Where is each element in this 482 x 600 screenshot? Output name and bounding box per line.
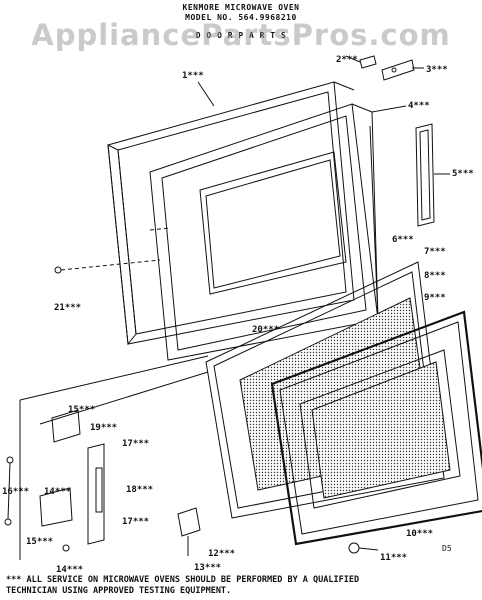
screw-part-21 xyxy=(54,227,171,274)
outer-door-part-10 xyxy=(270,310,482,546)
choke-frame xyxy=(149,103,379,361)
callout-16: 16*** xyxy=(2,487,29,497)
warning-line-2: TECHNICIAN USING APPROVED TESTING EQUIPM… xyxy=(6,586,232,596)
callout-15a: 15*** xyxy=(68,405,95,415)
model-number: MODEL NO. 564.9968210 xyxy=(185,13,297,22)
callout-1: 1*** xyxy=(182,71,204,81)
callout-14a: 14*** xyxy=(44,487,71,497)
callout-7: 7*** xyxy=(424,247,446,257)
latch-assembly xyxy=(4,355,209,560)
callout-8: 8*** xyxy=(424,271,446,281)
door-frame-part-1 xyxy=(107,81,355,346)
callout-11: 11*** xyxy=(380,553,407,563)
watermark: AppliancePartsPros.com xyxy=(31,18,451,52)
figure-code: D5 xyxy=(442,544,452,553)
callout-14b: 14*** xyxy=(56,565,83,575)
callout-5: 5*** xyxy=(452,169,474,179)
callout-15b: 15*** xyxy=(26,537,53,547)
callout-12: 12*** xyxy=(208,549,235,559)
callout-18: 18*** xyxy=(126,485,153,495)
knob-part-11 xyxy=(348,542,379,554)
hinge-bracket-part-12 xyxy=(177,507,201,556)
hinge-plate-part-3 xyxy=(381,59,415,81)
section-title: D O O R P A R T S xyxy=(195,31,287,40)
callout-19: 19*** xyxy=(90,423,117,433)
callout-labels: 1*** 2*** 3*** 4*** 5*** 6*** 7*** 8*** … xyxy=(2,55,474,575)
callout-3: 3*** xyxy=(426,65,448,75)
callout-17b: 17*** xyxy=(122,517,149,527)
diagram-title: KENMORE MICROWAVE OVEN xyxy=(182,3,300,12)
callout-17a: 17*** xyxy=(122,439,149,449)
strip-part-5 xyxy=(415,123,435,227)
service-warning: *** ALL SERVICE ON MICROWAVE OVENS SHOUL… xyxy=(6,575,476,597)
callout-21: 21*** xyxy=(54,303,81,313)
callout-9: 9*** xyxy=(424,293,446,303)
callout-6: 6*** xyxy=(392,235,414,245)
warning-line-1: *** ALL SERVICE ON MICROWAVE OVENS SHOUL… xyxy=(6,575,360,585)
callout-13: 13*** xyxy=(194,563,221,573)
callout-4: 4*** xyxy=(408,101,430,111)
callout-10: 10*** xyxy=(406,529,433,539)
bracket-part-2 xyxy=(345,55,377,69)
callout-2: 2*** xyxy=(336,55,358,65)
callout-20: 20*** xyxy=(252,325,279,335)
